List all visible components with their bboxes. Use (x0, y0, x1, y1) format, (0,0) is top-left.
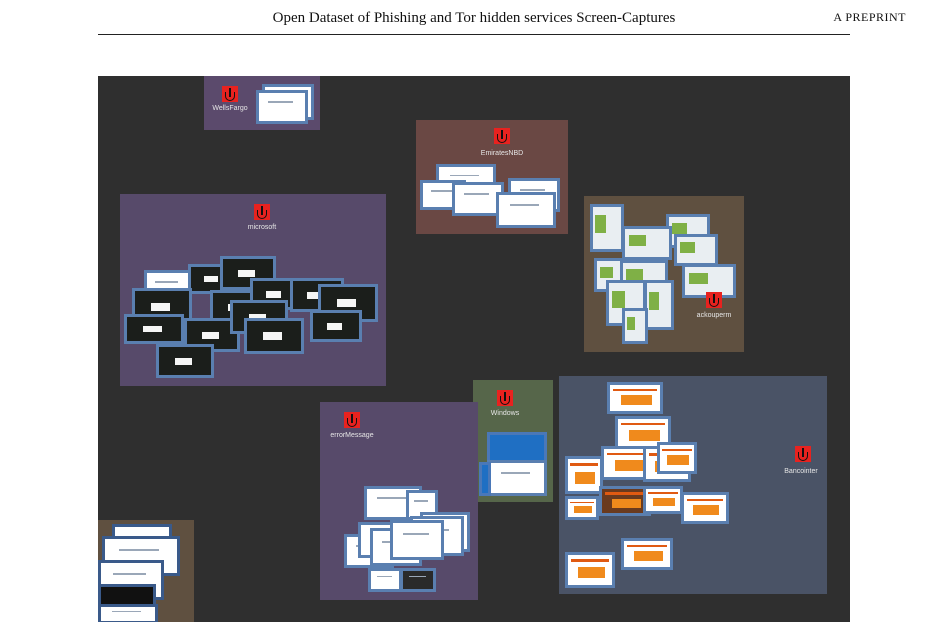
screenshot-thumbnail (487, 460, 547, 496)
screenshot-thumbnail (590, 204, 624, 252)
screenshot-thumbnail (565, 496, 599, 520)
screenshot-thumbnail (390, 520, 444, 560)
cluster-label: Bancointer (784, 468, 818, 475)
running-header-title: Open Dataset of Phishing and Tor hidden … (272, 10, 676, 26)
cluster-label: WellsFargo (212, 105, 248, 112)
cluster-label: ackouperm (696, 312, 732, 319)
screenshot-thumbnail (657, 442, 697, 474)
screenshot-thumbnail (599, 486, 651, 516)
screenshot-thumbnail (643, 486, 683, 514)
anchor-icon (706, 292, 722, 308)
graph-canvas: WellsFargo EmiratesNBD microsoft (98, 76, 850, 622)
screenshot-thumbnail (368, 568, 402, 592)
screenshot-thumbnail (565, 456, 603, 494)
cluster-ackouperm: ackouperm (584, 196, 744, 352)
screenshot-thumbnail (310, 310, 362, 342)
screenshot-thumbnail (156, 344, 214, 378)
anchor-icon (497, 390, 513, 406)
cluster-errormessage: errorMessage (320, 402, 478, 600)
screenshot-thumbnail (565, 552, 615, 588)
screenshot-thumbnail (496, 192, 556, 228)
anchor-icon (222, 86, 238, 102)
cluster-label: errorMessage (330, 432, 374, 439)
cluster-wellsfargo: WellsFargo (204, 76, 320, 130)
cluster-label: EmiratesNBD (480, 150, 524, 157)
cluster-partial (98, 520, 194, 622)
cluster-microsoft: microsoft (120, 194, 386, 386)
screenshot-thumbnail (98, 604, 158, 622)
anchor-icon (254, 204, 270, 220)
screenshot-thumbnail (124, 314, 184, 344)
screenshot-thumbnail (622, 308, 648, 344)
anchor-icon (795, 446, 811, 462)
screenshot-thumbnail (479, 462, 491, 496)
running-header-preprint: A PREPRINT (833, 10, 906, 24)
screenshot-thumbnail (400, 568, 436, 592)
cluster-label: Windows (490, 410, 520, 417)
cluster-bancointer: Bancointer (559, 376, 827, 594)
screenshot-thumbnail (674, 234, 718, 266)
screenshot-thumbnail (622, 226, 672, 260)
screenshot-thumbnail (244, 318, 304, 354)
screenshot-thumbnail (644, 280, 674, 330)
header-rule (98, 34, 850, 35)
cluster-windows: Windows (473, 380, 553, 502)
cluster-emiratesnbd: EmiratesNBD (416, 120, 568, 234)
screenshot-thumbnail (607, 382, 663, 414)
screenshot-thumbnail (621, 538, 673, 570)
cluster-label: microsoft (247, 224, 277, 231)
screenshot-thumbnail (681, 492, 729, 524)
anchor-icon (494, 128, 510, 144)
anchor-icon (344, 412, 360, 428)
screenshot-thumbnail (256, 90, 308, 124)
